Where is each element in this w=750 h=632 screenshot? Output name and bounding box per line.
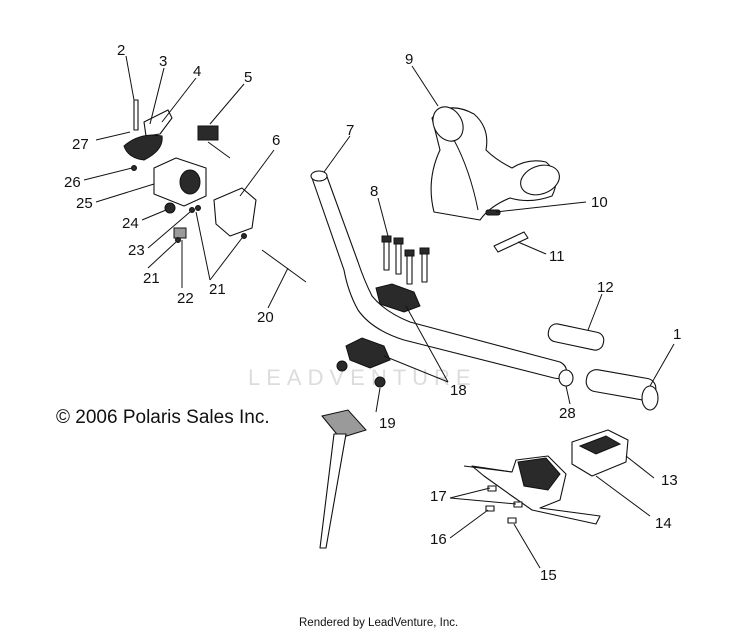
screw-small-c (241, 233, 247, 239)
lower-clamp (345, 337, 391, 369)
throttle-cable (261, 249, 307, 283)
kill-switch (197, 125, 219, 141)
callout-21-left: 21 (143, 270, 160, 287)
callout-10: 10 (591, 194, 608, 211)
screw-15 (507, 517, 517, 524)
upper-clamp (375, 283, 421, 313)
handlebar (310, 170, 567, 380)
callout-27: 27 (72, 136, 89, 153)
callout-numbers: 1 2 3 4 5 6 7 8 9 10 11 12 13 14 15 16 1… (64, 42, 681, 584)
callout-4: 4 (193, 63, 201, 80)
callout-28: 28 (559, 405, 576, 422)
screw-17b (513, 501, 523, 508)
callout-15: 15 (540, 567, 557, 584)
callout-26: 26 (64, 174, 81, 191)
callout-9: 9 (405, 51, 413, 68)
copyright-notice: © 2006 Polaris Sales Inc. (56, 407, 270, 428)
reservoir-cover (571, 429, 629, 477)
footer-credit: Rendered by LeadVenture, Inc. (299, 617, 458, 629)
callout-3: 3 (159, 53, 167, 70)
switch-wire (207, 141, 231, 159)
callout-12: 12 (597, 279, 614, 296)
end-spacer (558, 369, 574, 387)
grip-left (547, 323, 605, 351)
grip-right (585, 369, 659, 411)
pin (189, 207, 195, 213)
callout-19: 19 (379, 415, 396, 432)
callout-24: 24 (122, 215, 139, 232)
nut-right (374, 376, 386, 388)
nut-left (336, 360, 348, 372)
callout-5: 5 (244, 69, 252, 86)
clamp-bolts (381, 235, 430, 285)
callout-6: 6 (272, 132, 280, 149)
watermark-text: LEADVENTURE (248, 365, 477, 390)
pad-screw (485, 209, 501, 216)
callout-8: 8 (370, 183, 378, 200)
steering-post (319, 409, 367, 549)
leader-lines (83, 55, 675, 569)
callout-20: 20 (257, 309, 274, 326)
screw-26 (131, 165, 137, 171)
thumb-lever (123, 134, 163, 161)
callout-2: 2 (117, 42, 125, 59)
callout-23: 23 (128, 242, 145, 259)
brake-master-cylinder (463, 455, 601, 525)
callout-17: 17 (430, 488, 447, 505)
pad-clip (493, 231, 529, 253)
callout-13: 13 (661, 472, 678, 489)
callout-25: 25 (76, 195, 93, 212)
callout-21-right: 21 (209, 281, 226, 298)
screw-16 (485, 505, 495, 512)
nut (164, 202, 176, 214)
screw-small-a (195, 205, 201, 211)
callout-7: 7 (346, 122, 354, 139)
throttle-housing (153, 157, 207, 207)
handlebar-pad (430, 106, 560, 221)
callout-14: 14 (655, 515, 672, 532)
bracket (143, 109, 173, 137)
screw (133, 99, 139, 131)
callout-1: 1 (673, 326, 681, 343)
callout-16: 16 (430, 531, 447, 548)
screw-small-b (175, 237, 181, 243)
callout-18: 18 (450, 382, 467, 399)
housing-cover (213, 187, 257, 237)
plate (173, 227, 187, 239)
callout-11: 11 (549, 248, 565, 265)
callout-22: 22 (177, 290, 194, 307)
